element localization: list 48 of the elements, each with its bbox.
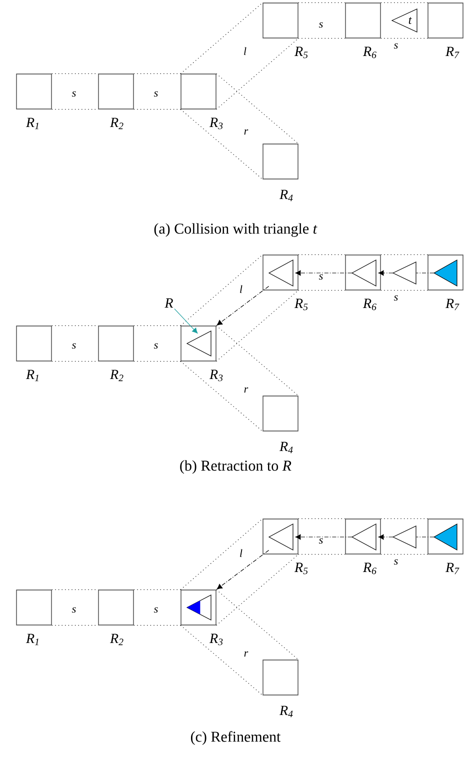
arrow bbox=[174, 308, 198, 334]
edge-label: s bbox=[152, 342, 160, 350]
edge-label: s bbox=[318, 537, 324, 545]
edge-label: s bbox=[392, 294, 400, 302]
region-label: R$_{1}$ bbox=[26, 634, 38, 646]
edge-label: r bbox=[242, 650, 250, 658]
region-label: R$_{5}$ bbox=[294, 562, 308, 574]
edge-label: s bbox=[318, 273, 324, 281]
region-label: R$_{6}$ bbox=[362, 298, 376, 310]
region-label: R$_{5}$ bbox=[294, 298, 308, 310]
region-label: R$_{2}$ bbox=[110, 634, 124, 646]
region-label: R$_{1}$ bbox=[26, 370, 38, 382]
region-label: R$_{3}$ bbox=[209, 370, 223, 382]
edge-label: s bbox=[70, 90, 78, 98]
region-label: R$_{2}$ bbox=[110, 370, 124, 382]
edge-label: l bbox=[238, 548, 244, 558]
dash-dot-arrow bbox=[378, 270, 394, 276]
region-label: R$_{2}$ bbox=[110, 118, 124, 130]
region-label: R$_{3}$ bbox=[209, 634, 223, 646]
region-label: R$_{7}$ bbox=[445, 562, 460, 574]
edge-label: s bbox=[152, 606, 160, 614]
edge-label: s bbox=[152, 90, 160, 98]
region-label: R$_{4}$ bbox=[279, 442, 293, 454]
region-label: R$_{3}$ bbox=[209, 118, 223, 130]
edge-label: l bbox=[242, 46, 248, 56]
region-label: R$_{5}$ bbox=[294, 46, 308, 58]
edge-label: s bbox=[392, 558, 400, 566]
caption: (b) Retraction to R bbox=[180, 460, 292, 474]
caption: (c) Refinement bbox=[190, 731, 281, 745]
edge-label: s bbox=[392, 42, 400, 50]
pointer-label: R bbox=[164, 298, 174, 308]
edge-label: r bbox=[242, 386, 250, 394]
edge-label: r bbox=[242, 128, 250, 136]
edge-label: s bbox=[70, 606, 78, 614]
region-label: R$_{6}$ bbox=[362, 46, 376, 58]
edge-label: s bbox=[318, 21, 324, 29]
edge-label: l bbox=[238, 284, 244, 294]
region-label: R$_{6}$ bbox=[362, 562, 376, 574]
region-label: R$_{1}$ bbox=[26, 118, 38, 130]
region-label: R$_{7}$ bbox=[445, 46, 460, 58]
region-label: R$_{4}$ bbox=[279, 706, 293, 718]
dash-dot-arrow bbox=[378, 534, 394, 540]
caption: (a) Collision with triangle t bbox=[154, 223, 318, 237]
region-label: R$_{7}$ bbox=[445, 298, 460, 310]
region-label: R$_{4}$ bbox=[279, 190, 293, 202]
dash-dot-arrow bbox=[295, 270, 352, 276]
edge-label: s bbox=[70, 342, 78, 350]
dash-dot-arrow bbox=[295, 534, 352, 540]
